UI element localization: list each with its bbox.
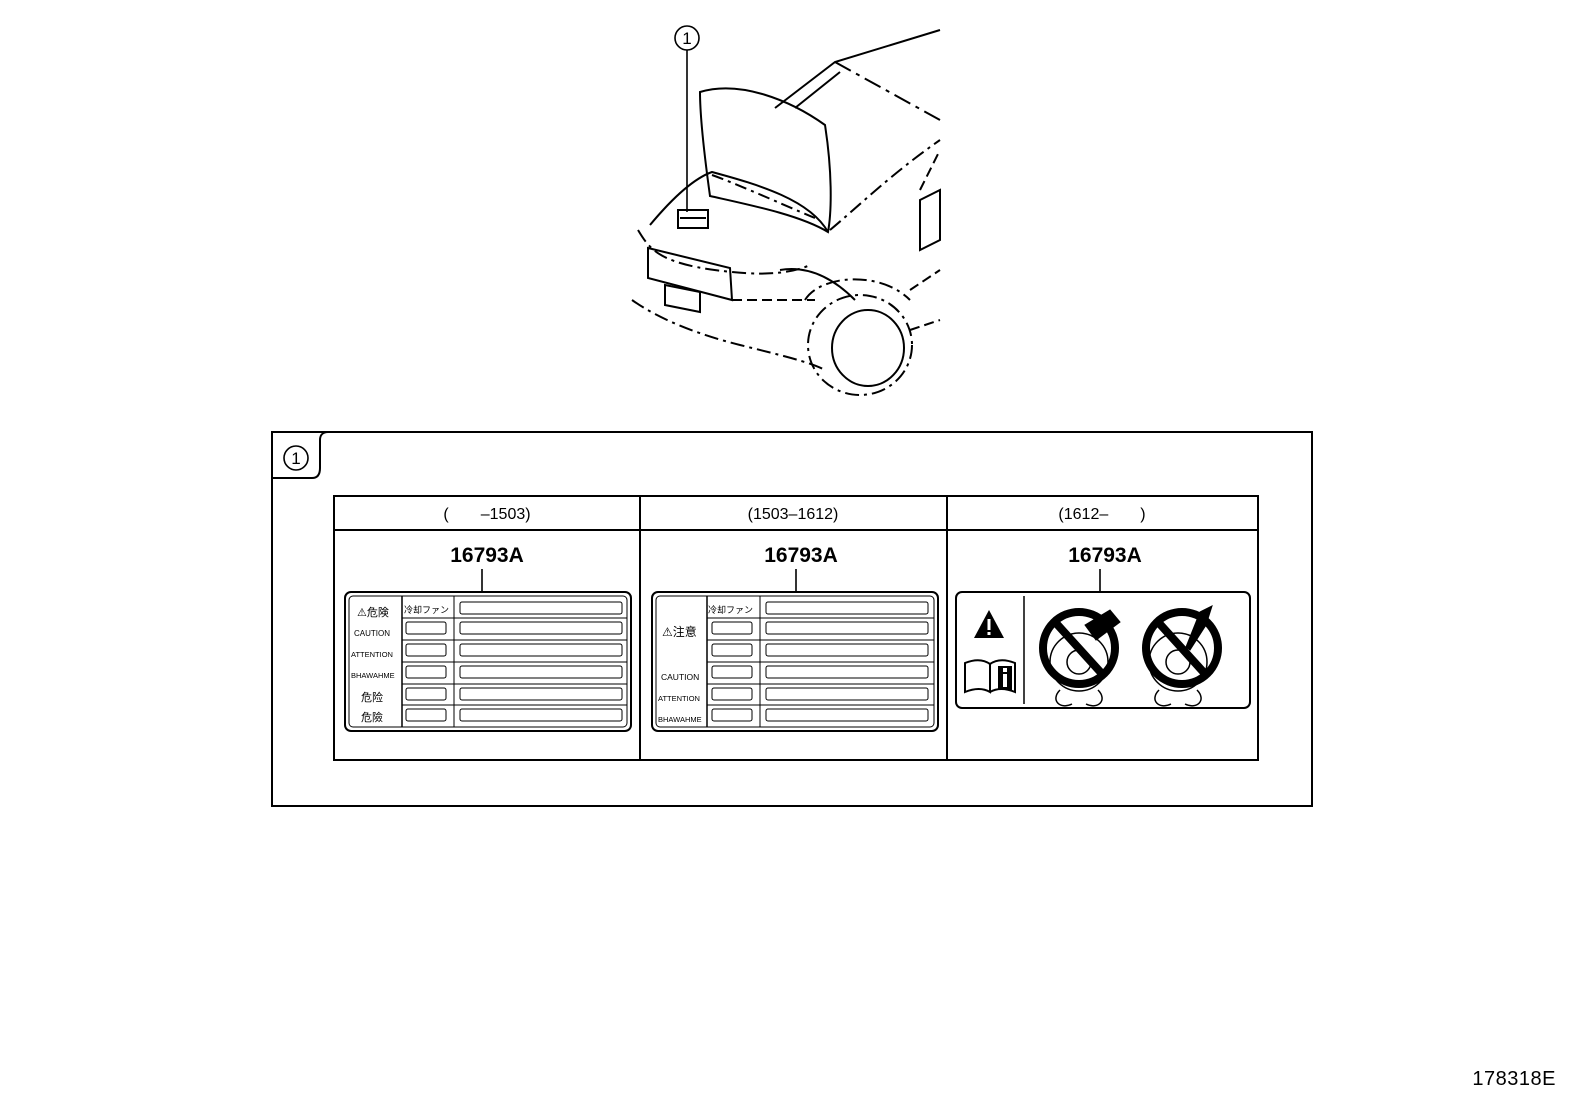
callout-number: 1 — [682, 29, 691, 48]
label2-warning: ⚠注意 — [662, 624, 697, 639]
label-location — [677, 209, 709, 229]
label1-row-6: 危險 — [361, 710, 383, 724]
part-number-1: 16793A — [450, 544, 524, 567]
label1-row-3: ATTENTION — [351, 650, 393, 659]
caution-label-2: ⚠注意 CAUTION ATTENTION BHAWAHME 冷却ファン — [651, 591, 939, 732]
no-hand-fan-icon — [1039, 608, 1121, 707]
label2-row-3: BHAWAHME — [658, 715, 702, 724]
roof-line — [834, 61, 941, 121]
column-header-1: ( –1503) — [443, 506, 530, 523]
detail-outline — [271, 431, 1313, 807]
warning-triangle-icon — [974, 610, 1004, 638]
column-header-2: (1503–1612) — [748, 506, 839, 523]
license-plate — [664, 283, 701, 314]
label1-row-2: CAUTION — [354, 629, 390, 638]
caution-label-1: ⚠危険 CAUTION ATTENTION BHAWAHME 危险 危險 冷却フ… — [344, 591, 632, 732]
front-wheel — [807, 294, 913, 396]
vehicle-illustration: 1 — [631, 25, 941, 396]
label1-fan-text: 冷却ファン — [404, 604, 449, 615]
manual-info-icon — [964, 659, 1016, 694]
detail-callout-circle — [283, 445, 309, 471]
part-number-3: 16793A — [1068, 544, 1142, 567]
label-table — [333, 495, 1259, 761]
part-number-2: 16793A — [764, 544, 838, 567]
no-tool-fan-icon — [1142, 605, 1222, 707]
column-header-3: (1612– ) — [1058, 506, 1145, 523]
label2-row-1: CAUTION — [661, 672, 699, 682]
label2-row-2: ATTENTION — [658, 694, 700, 703]
detail-callout-number: 1 — [291, 449, 300, 468]
label1-row-1: ⚠危険 — [357, 606, 389, 619]
label1-row-5: 危险 — [361, 690, 383, 704]
label1-row-4: BHAWAHME — [351, 671, 395, 680]
diagram-id: 178318E — [1472, 1068, 1556, 1090]
pictogram-label-3 — [955, 591, 1251, 709]
label2-fan-text: 冷却ファン — [708, 604, 753, 615]
